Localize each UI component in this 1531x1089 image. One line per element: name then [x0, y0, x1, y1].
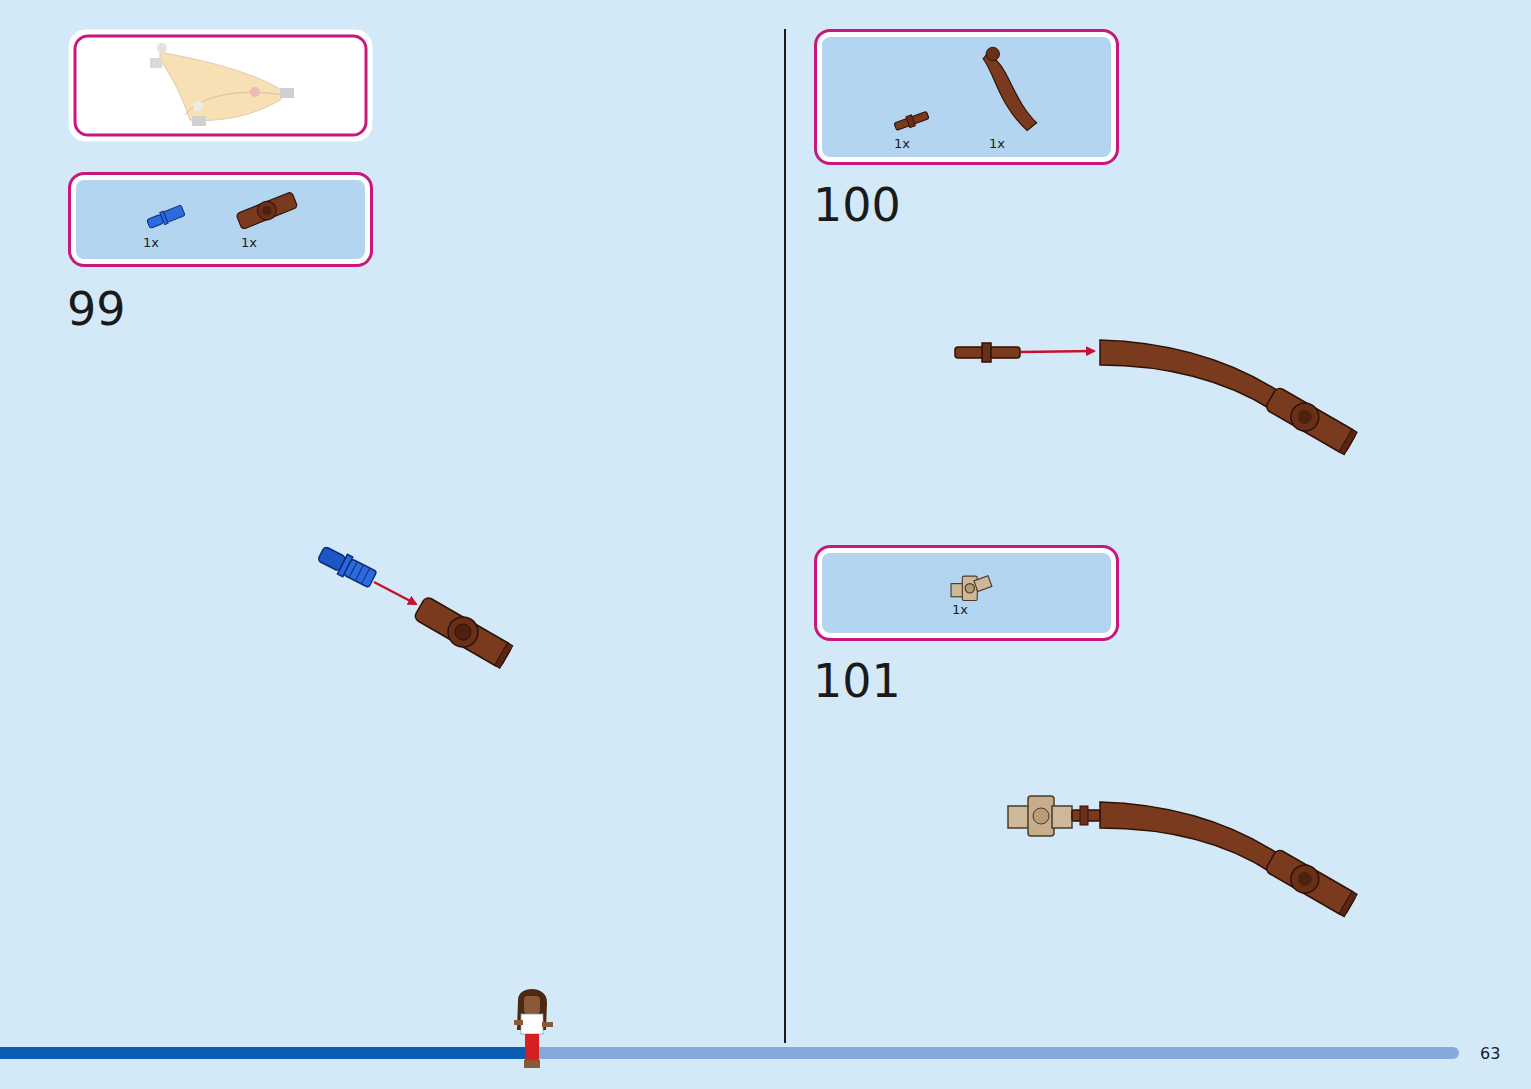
submodel-preview [69, 30, 372, 141]
step-number: 100 [813, 182, 901, 228]
part-icons [71, 175, 370, 264]
part-quantity: 1x [952, 602, 968, 617]
parts-callout-box: 1x 1x [814, 29, 1119, 165]
step-99-art [316, 543, 514, 670]
part-quantity: 1x [989, 136, 1005, 151]
step-101-art [1008, 796, 1358, 918]
part-quantity: 1x [241, 235, 257, 250]
page-number: 63 [1480, 1046, 1500, 1062]
minifigure [514, 989, 553, 1068]
parts-callout-box: 1x [814, 545, 1119, 641]
page-divider [784, 29, 786, 1043]
parts-callout-box: 1x 1x [68, 172, 373, 267]
progress-bar [0, 1047, 1459, 1059]
part-icons [817, 548, 1116, 638]
part-quantity: 1x [894, 136, 910, 151]
step-number: 101 [813, 658, 901, 704]
step-100-art [955, 340, 1358, 456]
part-quantity: 1x [143, 235, 159, 250]
step-number: 99 [67, 286, 126, 332]
part-icons [817, 32, 1116, 162]
